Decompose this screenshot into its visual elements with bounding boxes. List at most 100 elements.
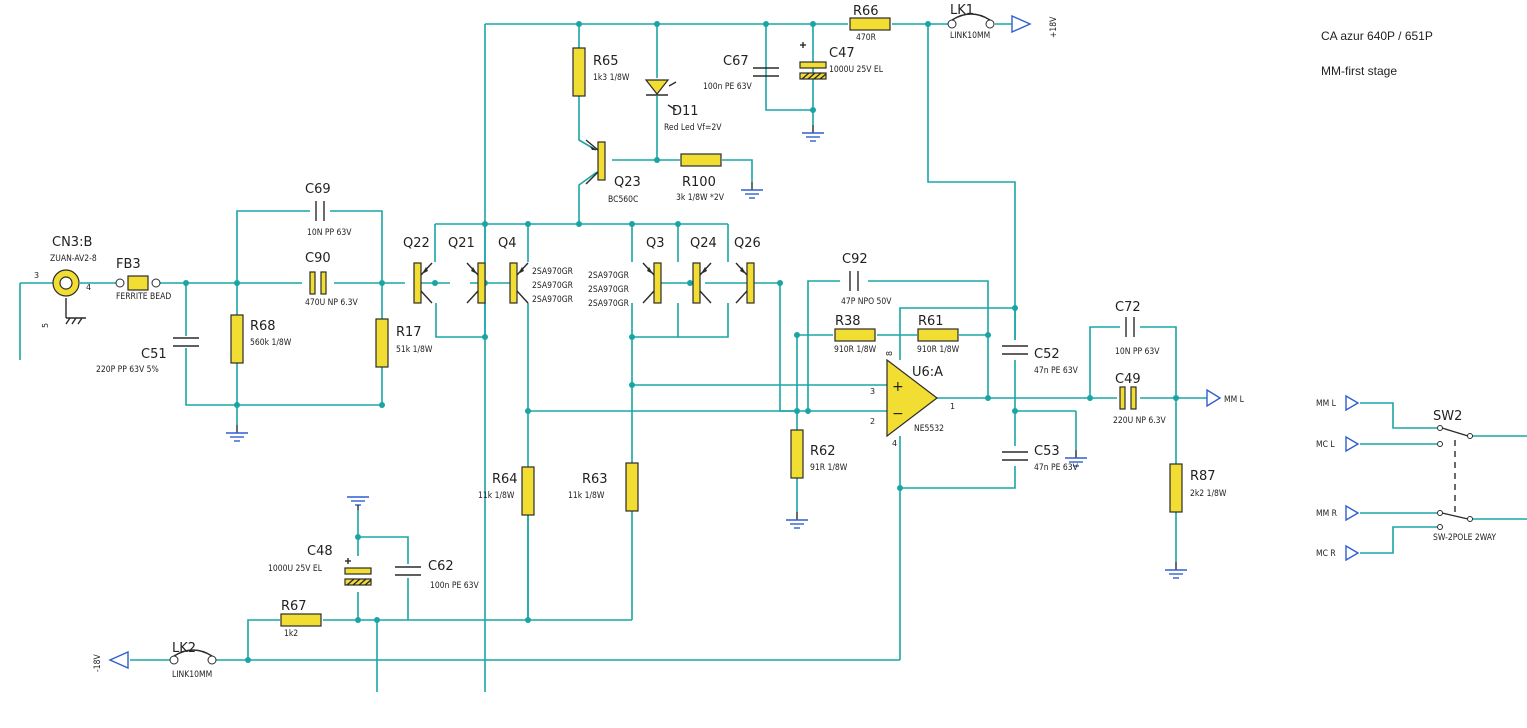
q3-transistor [642, 262, 662, 304]
vplus-label: +18V [1049, 16, 1059, 38]
title-note-model: CA azur 640P / 651P [1321, 29, 1433, 43]
q22-ref: Q22 [403, 236, 430, 251]
lk2-value: LINK10MM [172, 670, 212, 680]
r63-value: 11k 1/8W [568, 491, 605, 501]
ground-symbol [347, 496, 369, 510]
c90-ref: C90 [305, 251, 331, 266]
pnp-part-label: 2SA970GR [532, 267, 574, 277]
wire-lk2-r67 [247, 619, 280, 660]
r65-ref: R65 [593, 54, 619, 69]
sw-in-arrow-icon [1345, 504, 1360, 522]
wire-q24-q26-c [677, 303, 729, 338]
r61-resistor [917, 328, 959, 342]
sw-input-mc-l: MC L [1316, 440, 1335, 450]
r67-ref: R67 [281, 599, 307, 614]
c69-value: 10N PP 63V [307, 228, 352, 238]
q23-value: BC560C [608, 195, 638, 205]
r66-ref: R66 [853, 4, 879, 19]
cn3-pin-out: 4 [86, 283, 91, 292]
u6-opamp: + − [886, 358, 938, 438]
c49-value: 220U NP 6.3V [1113, 416, 1167, 426]
c62-capacitor [394, 566, 422, 576]
r68-ref: R68 [250, 319, 276, 334]
wire-vplus-c52 [927, 24, 1016, 340]
wire-c92-left [807, 280, 840, 411]
q21-ref: Q21 [448, 236, 475, 251]
r61-ref: R61 [918, 314, 944, 329]
cn3-pin-in: 3 [34, 271, 39, 280]
wire-r61-out [959, 334, 989, 398]
c72-ref: C72 [1115, 300, 1141, 315]
r62-ref: R62 [810, 444, 836, 459]
c72-value: 10N PP 63V [1115, 347, 1160, 357]
c53-capacitor [1001, 451, 1029, 461]
sw2-ref: SW2 [1433, 409, 1462, 424]
c72-capacitor [1125, 316, 1135, 338]
ground-symbol [1164, 561, 1188, 579]
r64-value: 11k 1/8W [478, 491, 515, 501]
u6-pin-vminus: 4 [892, 439, 897, 448]
c49-ref: C49 [1115, 372, 1141, 387]
ground-symbol [801, 124, 825, 142]
sw-in-arrow-icon [1345, 394, 1360, 412]
c52-ref: C52 [1034, 347, 1060, 362]
c62-value: 100n PE 63V [430, 581, 479, 591]
lk1-link [947, 13, 995, 29]
r64-resistor [521, 466, 535, 516]
c62-ref: C62 [428, 559, 454, 574]
c48-value: 1000U 25V EL [268, 564, 323, 574]
u6-pin-out: 1 [950, 402, 955, 411]
c67-ref: C67 [723, 54, 749, 69]
c51-capacitor [172, 337, 200, 347]
r63-resistor [625, 462, 639, 512]
ground-symbol [785, 511, 809, 529]
r63-ref: R63 [582, 472, 608, 487]
r61-value: 910R 1/8W [917, 345, 960, 355]
u6-value: NE5532 [914, 424, 944, 434]
sw-input-mc-r: MC R [1316, 549, 1336, 559]
lk1-ref: LK1 [950, 3, 974, 18]
sw2-switch[interactable] [1437, 425, 1473, 530]
c51-ref: C51 [141, 347, 167, 362]
fb3-value: FERRITE BEAD [116, 292, 171, 302]
wire-opamp-vplus [899, 307, 1016, 360]
u6-pin-plus: 3 [870, 387, 875, 396]
c53-value: 47n PE 63V [1034, 463, 1079, 473]
cn3-jack [52, 269, 80, 297]
sw-input-mm-l: MM L [1316, 399, 1337, 409]
wire-c48-c62-top [358, 536, 409, 564]
r38-ref: R38 [835, 314, 861, 329]
r66-resistor [849, 17, 891, 31]
vplus-arrow-icon [1011, 14, 1032, 34]
mm-l-out-arrow-icon [1206, 388, 1222, 408]
cn3-pin-gnd: 5 [41, 323, 50, 328]
r67-value: 1k2 [284, 629, 298, 639]
c52-capacitor [1001, 345, 1029, 355]
cn3-ref: CN3:B [52, 235, 92, 250]
c48-capacitor [344, 567, 372, 586]
q4-transistor [509, 262, 529, 304]
r17-value: 51k 1/8W [396, 345, 433, 355]
pnp-part-label: 2SA970GR [588, 271, 630, 281]
c67-value: 100n PE 63V [703, 82, 752, 92]
r67-resistor [280, 613, 322, 627]
c49-capacitor [1119, 386, 1137, 410]
c47-ref: C47 [829, 46, 855, 61]
wire-r100-gnd [722, 159, 753, 182]
r17-ref: R17 [396, 325, 422, 340]
r38-resistor [834, 328, 876, 342]
wire-r65-q23 [578, 94, 597, 151]
fb3-bead [115, 275, 161, 291]
wire-sw-mcr [1360, 526, 1437, 554]
wire-sw-mml [1360, 402, 1437, 429]
r38-value: 910R 1/8W [834, 345, 877, 355]
r62-resistor [790, 429, 804, 479]
q3-ref: Q3 [646, 236, 665, 251]
d11-value: Red Led Vf=2V [664, 123, 722, 133]
wire-c69-left [236, 210, 310, 283]
fb3-ref: FB3 [116, 257, 141, 272]
c90-value: 470U NP 6.3V [305, 298, 359, 308]
c48-ref: C48 [307, 544, 333, 559]
ground-symbol [740, 181, 764, 199]
